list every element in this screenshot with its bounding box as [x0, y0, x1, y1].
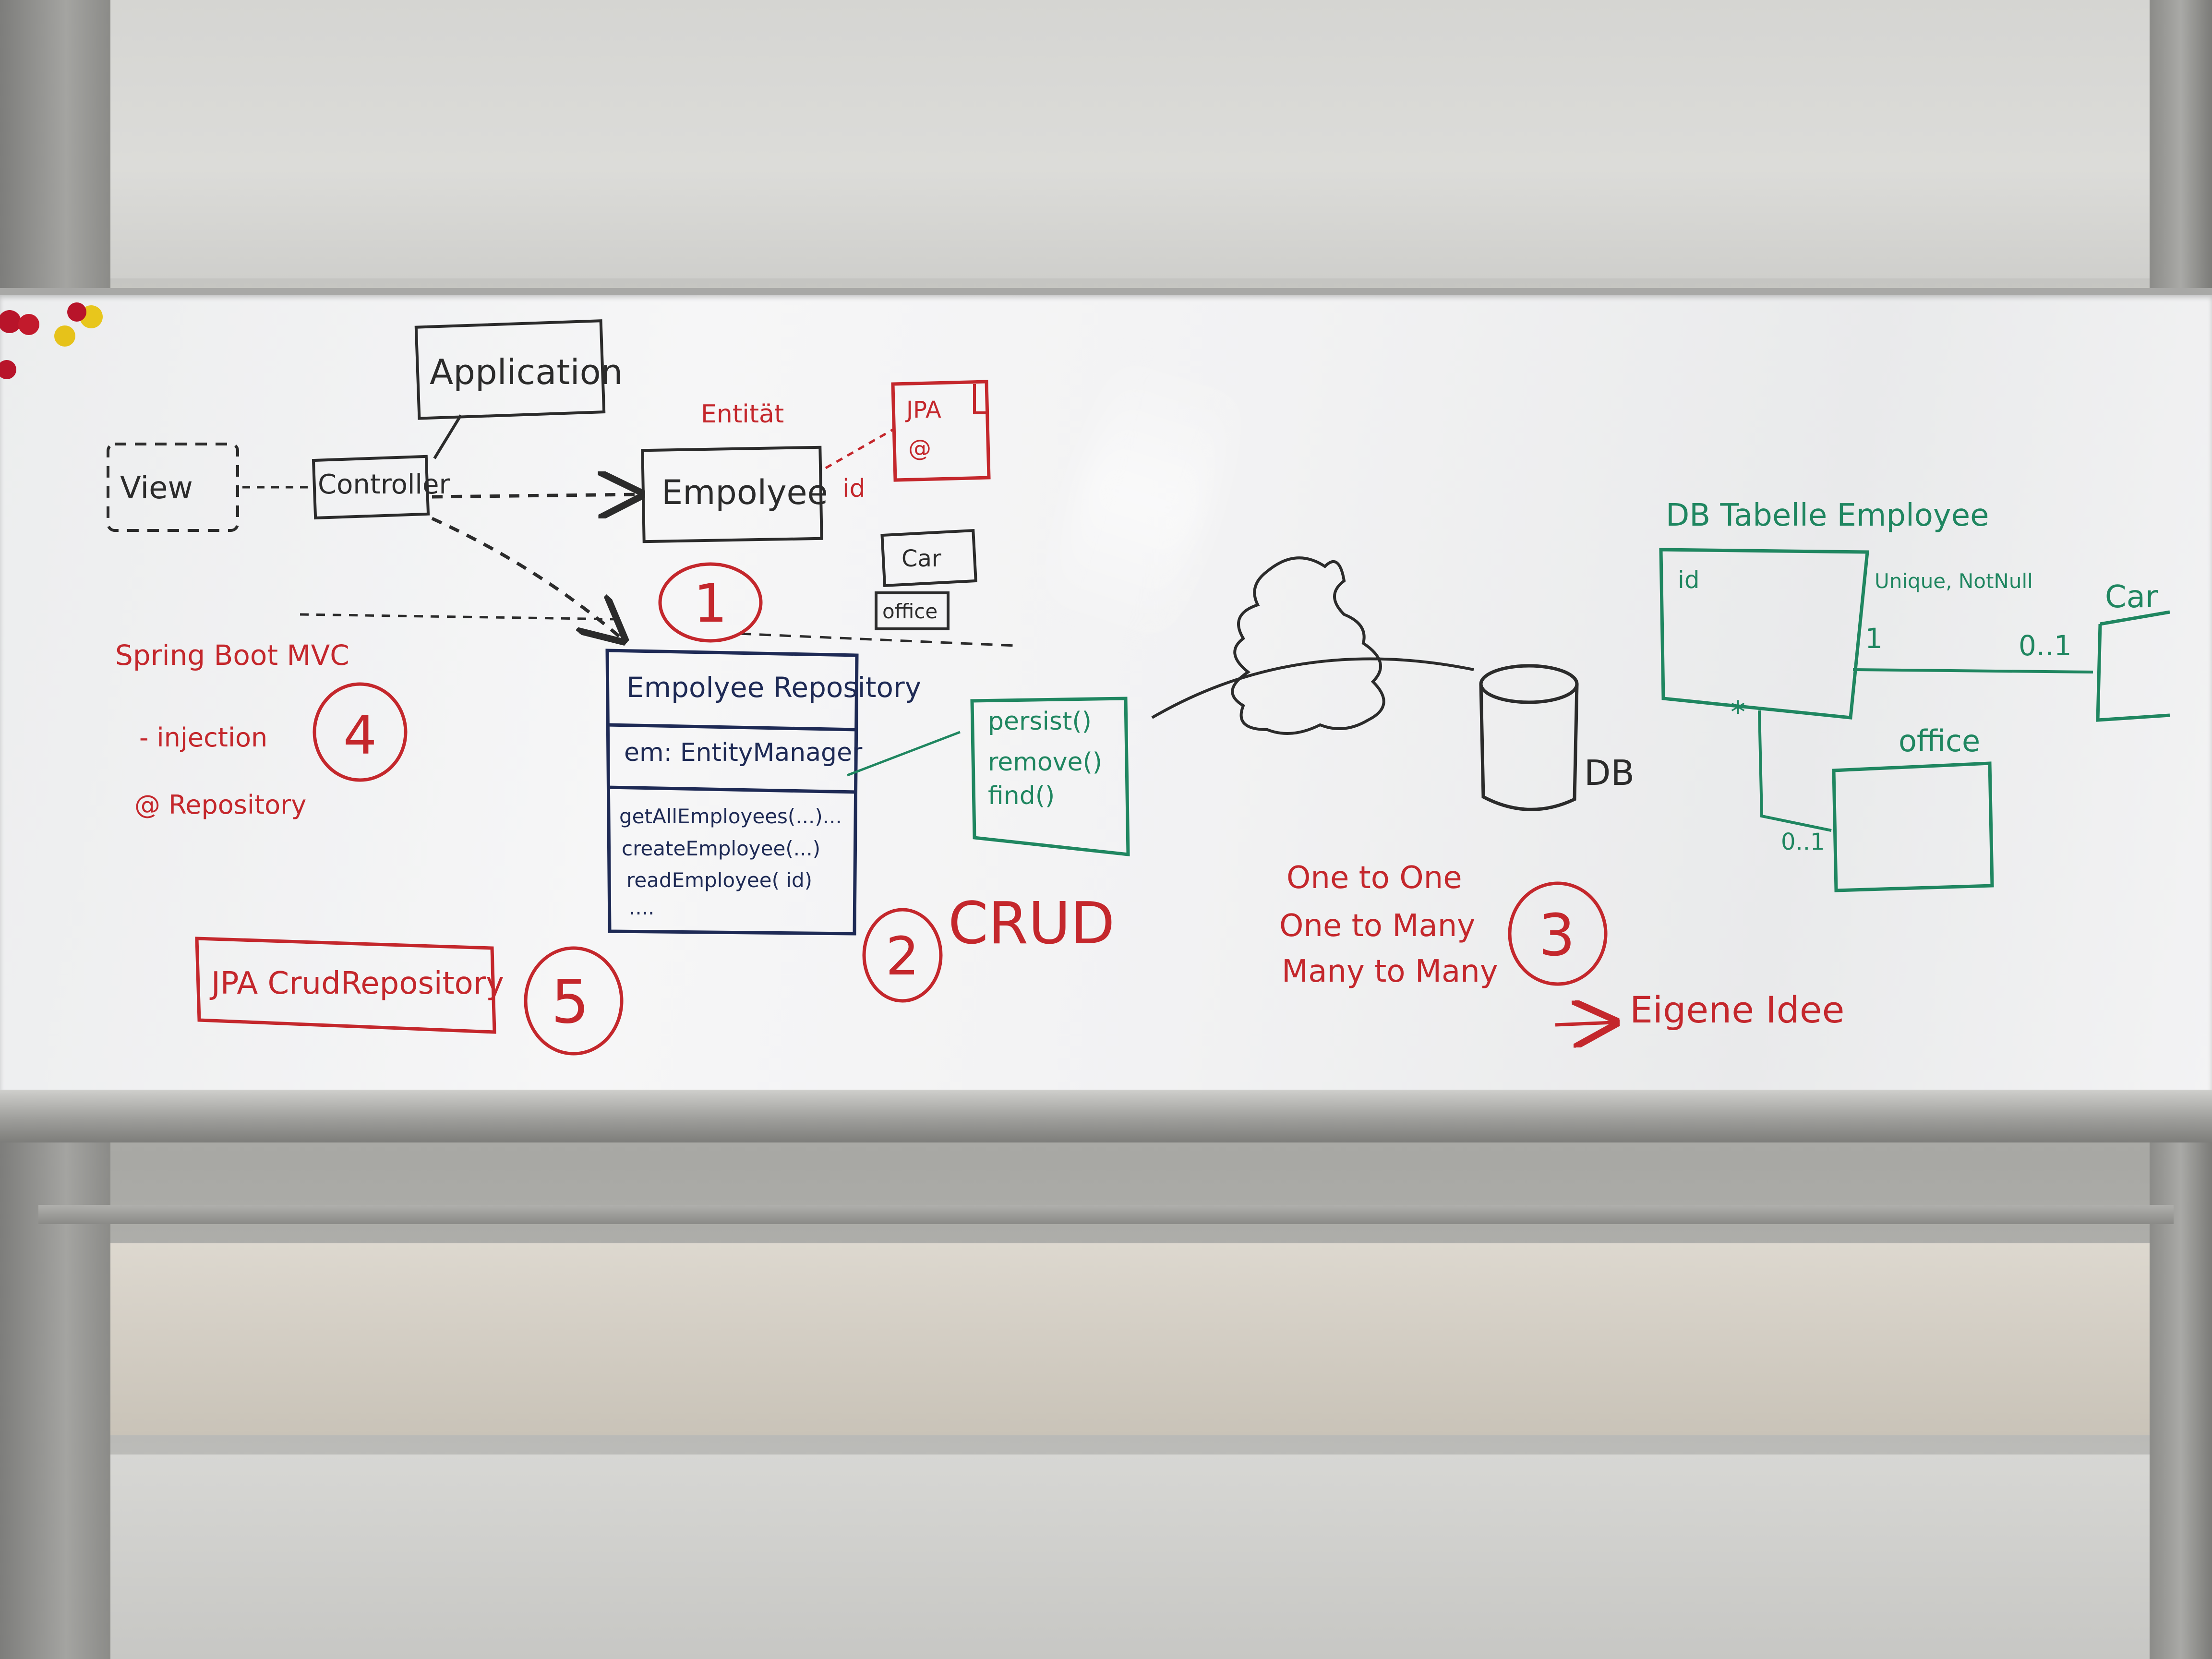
controller-repository-arrow — [431, 517, 622, 638]
car-label: Car — [902, 545, 941, 572]
db-table-title: DB Tabelle Employee — [1666, 498, 1989, 533]
relation-one-to-many: One to Many — [1279, 908, 1475, 944]
database-label: DB — [1584, 753, 1635, 793]
magnets — [0, 302, 103, 379]
entitymanager-box: persist() remove() find() — [970, 697, 1130, 856]
application-label: Application — [430, 352, 623, 392]
separator-dashed-line — [739, 632, 1016, 647]
relation-many-to-many: Many to Many — [1282, 954, 1498, 989]
jpa-note-label: JPA — [905, 397, 941, 423]
office-table-box — [1832, 761, 1994, 892]
repository-method-1: getAllEmployees(...)... — [619, 805, 842, 828]
office-box: office — [875, 591, 950, 630]
table-constraints: Unique, NotNull — [1875, 569, 2033, 593]
car-table-box — [2096, 610, 2170, 722]
application-box: Application — [414, 319, 623, 420]
app-controller-link — [433, 414, 462, 459]
entitymanager-method-3: find() — [988, 781, 1055, 810]
repository-method-3: readEmployee( id) — [626, 868, 812, 892]
jpa-at-symbol: @ — [908, 435, 931, 462]
view-box: View — [107, 443, 239, 532]
controller-box: Controller — [312, 455, 450, 520]
spring-item-repository: @ Repository — [134, 790, 306, 820]
step-5-badge: 5 — [524, 946, 624, 1056]
step-1-number: 1 — [694, 573, 727, 634]
step-2-badge: 2 — [862, 908, 943, 1003]
crud-repository-box: JPA CrudRepository — [195, 937, 504, 1034]
controller-employee-arrow — [432, 494, 638, 497]
multiplicity-one: 1 — [1865, 622, 1883, 655]
employee-box: Empolyee — [641, 445, 828, 543]
step-1-badge: 1 — [658, 562, 763, 643]
upper-wall-panel — [110, 0, 2151, 278]
repository-box: Empolyee Repository em: EntityManager ge… — [605, 649, 921, 936]
entity-label: Entität — [701, 400, 784, 429]
repository-title: Empolyee Repository — [626, 671, 921, 704]
own-idea-label: Eigene Idee — [1630, 988, 1844, 1031]
network-curve — [1151, 657, 1474, 719]
employee-car-relation — [1852, 668, 2093, 673]
table-office-label: office — [1899, 723, 1980, 758]
jpa-note: JPA @ — [891, 380, 991, 482]
multiplicity-star: * — [1731, 695, 1745, 730]
crud-repository-label: JPA CrudRepository — [209, 966, 504, 1001]
step-2-number: 2 — [886, 926, 919, 987]
own-idea-arrow — [1555, 1022, 1613, 1025]
office-label: office — [882, 600, 938, 623]
step-5-number: 5 — [551, 967, 589, 1037]
employee-table-box: id — [1659, 548, 1869, 720]
marker-tray — [0, 1090, 2212, 1142]
crud-label: CRUD — [948, 890, 1115, 957]
spring-title: Spring Boot MVC — [115, 639, 349, 672]
controller-label: Controller — [318, 469, 450, 500]
id-label: id — [842, 474, 865, 503]
employee-label: Empolyee — [661, 473, 828, 512]
step-3-badge: 3 — [1508, 881, 1608, 986]
lower-tray — [38, 1205, 2174, 1224]
entitymanager-method-1: persist() — [988, 707, 1092, 736]
spring-repository-link — [300, 613, 620, 621]
database-icon — [1479, 664, 1579, 811]
relation-one-to-one: One to One — [1286, 860, 1462, 896]
view-label: View — [120, 470, 193, 506]
bottom-wall-panel — [0, 1455, 2212, 1659]
repository-field: em: EntityManager — [624, 738, 863, 767]
multiplicity-zero-one-car: 0..1 — [2019, 629, 2072, 662]
car-box: Car — [880, 529, 977, 588]
cloud-icon — [1231, 556, 1385, 735]
table-car-label: Car — [2105, 579, 2158, 615]
employee-jpa-link — [825, 428, 894, 469]
repository-method-2: createEmployee(...) — [622, 837, 820, 860]
entitymanager-method-2: remove() — [988, 748, 1102, 777]
table-id-column: id — [1678, 566, 1700, 594]
repository-method-4: .... — [629, 896, 654, 919]
employee-office-relation — [1758, 710, 1832, 832]
repository-entitymanager-link — [847, 731, 961, 777]
step-4-badge: 4 — [313, 682, 408, 782]
step-4-number: 4 — [343, 705, 377, 766]
multiplicity-zero-one-office: 0..1 — [1781, 829, 1825, 855]
lower-wall-panel — [96, 1243, 2175, 1435]
step-3-number: 3 — [1539, 902, 1575, 969]
spring-item-injection: - injection — [139, 722, 267, 753]
